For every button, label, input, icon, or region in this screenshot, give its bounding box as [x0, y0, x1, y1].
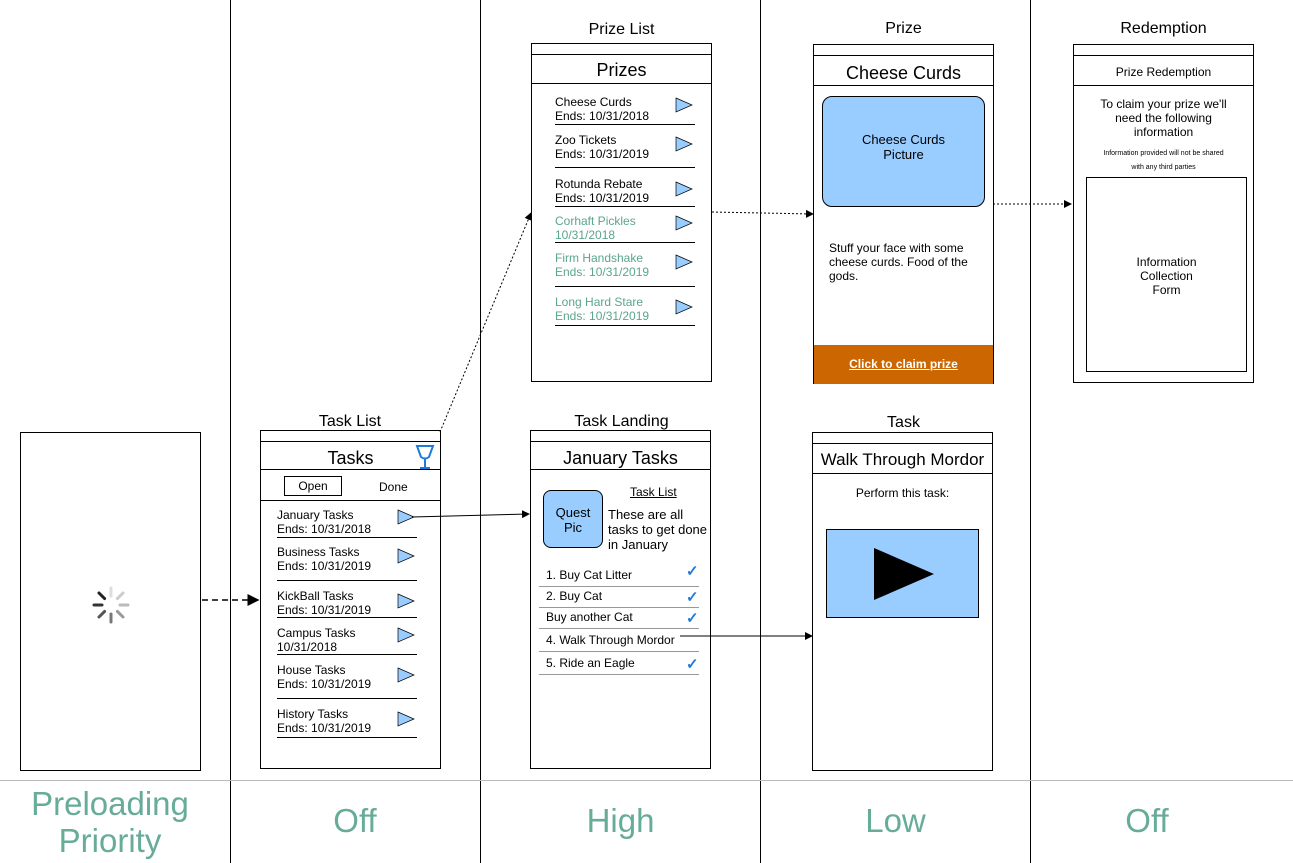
redemption-screen: Prize Redemption To claim your prize we'… [1073, 44, 1254, 383]
task-list-link[interactable]: Task List [630, 485, 677, 499]
task-landing-header: January Tasks [563, 448, 678, 468]
redemption-header: Prize Redemption [1115, 65, 1212, 79]
play-arrow-icon[interactable] [397, 548, 415, 564]
column-divider [1030, 0, 1031, 863]
redemption-intro: To claim your prize we'll need the follo… [1100, 97, 1227, 139]
task-landing-screen: January Tasks Quest Pic Task List These … [530, 430, 711, 769]
checkmark-icon: ✓ [686, 610, 699, 627]
redemption-caption: Redemption [1120, 20, 1207, 37]
task-list-caption: Task List [318, 413, 382, 430]
play-arrow-icon[interactable] [397, 509, 415, 525]
column-divider [230, 0, 231, 863]
priority-low: Low [865, 802, 926, 839]
column-divider [760, 0, 761, 863]
prize-picture: Cheese Curds Picture [822, 96, 985, 207]
task-screen: Walk Through Mordor Perform this task: [812, 432, 993, 771]
arrow-tasklist-to-prizelist [439, 212, 533, 433]
privacy-note: Information provided will not be shared … [1103, 150, 1224, 171]
checkmark-icon: ✓ [686, 589, 699, 606]
video-player[interactable] [826, 529, 979, 618]
preloading-screen [20, 432, 201, 771]
loading-spinner-icon [92, 586, 130, 624]
quest-picture: Quest Pic [543, 490, 603, 548]
tab-done[interactable]: Done [379, 480, 408, 494]
prize-screen: Cheese Curds Cheese Curds Picture Stuff … [813, 44, 994, 384]
play-arrow-icon[interactable] [675, 299, 693, 315]
play-arrow-icon[interactable] [675, 136, 693, 152]
column-divider [480, 0, 481, 863]
claim-prize-button[interactable]: Click to claim prize [814, 345, 993, 384]
prize-caption: Prize [885, 20, 922, 37]
task-item[interactable]: Buy another Cat [546, 610, 633, 624]
priority-off-redemption: Off [1125, 802, 1169, 839]
prize-header: Cheese Curds [845, 63, 962, 83]
task-item[interactable]: 5. Ride an Eagle [546, 656, 635, 670]
task-item[interactable]: 2. Buy Cat [546, 589, 603, 603]
task-landing-caption: Task Landing [574, 413, 669, 430]
preloading-priority-label: Preloading Priority [31, 785, 189, 859]
play-icon[interactable] [872, 546, 936, 602]
task-header: Walk Through Mordor [820, 450, 985, 469]
information-collection-form[interactable]: Information Collection Form [1086, 177, 1247, 372]
priority-off-task-list: Off [333, 802, 377, 839]
play-arrow-icon[interactable] [675, 97, 693, 113]
priority-high: High [586, 802, 655, 839]
arrow-tasklist-to-landing [411, 510, 530, 519]
prize-description: Stuff your face with some cheese curds. … [829, 241, 968, 283]
tab-open[interactable]: Open [284, 476, 342, 496]
checkmark-icon: ✓ [686, 563, 699, 580]
play-arrow-icon[interactable] [675, 181, 693, 197]
play-arrow-icon[interactable] [397, 627, 415, 643]
play-arrow-icon[interactable] [397, 667, 415, 683]
prize-list-caption: Prize List [588, 21, 655, 38]
play-arrow-icon[interactable] [675, 254, 693, 270]
task-item[interactable]: 1. Buy Cat Litter [546, 568, 633, 582]
arrow-prizelist-to-prize [711, 209, 814, 218]
play-arrow-icon[interactable] [397, 711, 415, 727]
task-list-header: Tasks [327, 448, 374, 468]
task-item[interactable]: 4. Walk Through Mordor [546, 633, 675, 647]
priority-row-divider [0, 780, 1293, 781]
task-caption: Task [887, 414, 920, 431]
prize-list-header: Prizes [596, 60, 647, 80]
trophy-icon[interactable] [414, 443, 436, 471]
play-arrow-icon[interactable] [397, 593, 415, 609]
play-arrow-icon[interactable] [675, 215, 693, 231]
checkmark-icon: ✓ [686, 656, 699, 673]
task-instruction: Perform this task: [855, 486, 950, 500]
task-description: These are all tasks to get done in Janua… [608, 507, 708, 552]
